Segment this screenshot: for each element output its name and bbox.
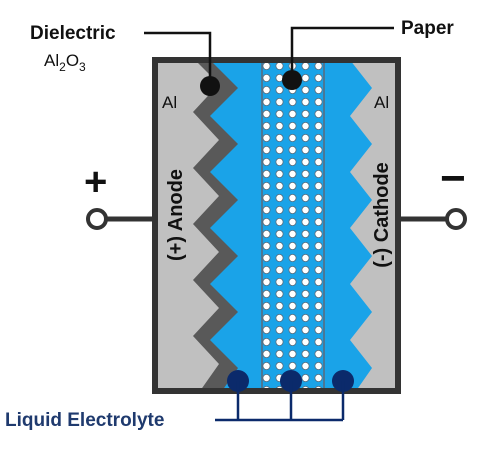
dielectric-marker-dot (200, 76, 220, 96)
dielectric-callout (144, 31, 220, 96)
liquid-electrolyte-label: Liquid Electrolyte (5, 410, 164, 431)
minus-sign: − (440, 154, 466, 203)
paper-separator (262, 60, 324, 391)
dielectric-formula: Al2O3 (44, 51, 86, 74)
cathode-label: (-) Cathode (371, 162, 393, 268)
cathode-plate (350, 60, 398, 391)
cathode-metal-label: Al (374, 93, 389, 112)
anode-label: (+) Anode (165, 169, 187, 261)
capacitor-casing (152, 57, 401, 394)
dielectric-label: Dielectric (30, 23, 116, 44)
paper-marker-dot (282, 70, 302, 90)
paper-label: Paper (401, 18, 454, 39)
plus-sign: + (84, 160, 107, 204)
cathode-terminal (398, 208, 467, 230)
anode-metal-label: Al (162, 93, 177, 112)
anode-plate (155, 60, 219, 391)
paper-callout (282, 26, 394, 90)
anode-terminal (86, 208, 155, 230)
electrolyte-callout (215, 370, 354, 422)
